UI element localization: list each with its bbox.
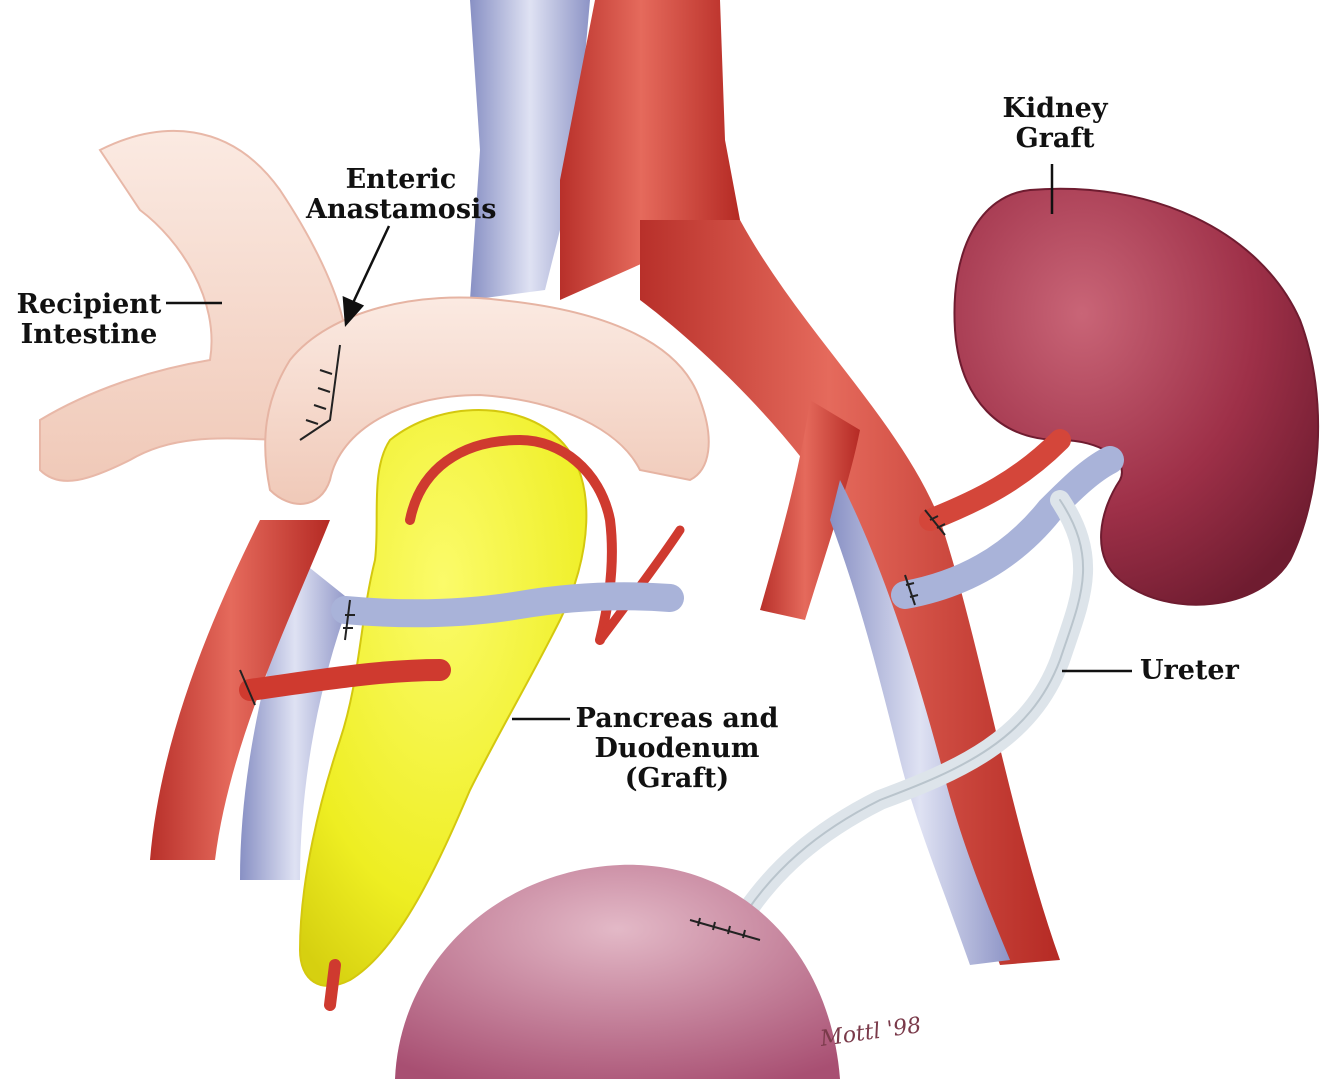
label-kidney-graft: Kidney Graft: [990, 94, 1120, 154]
label-kidney-line1: Kidney: [990, 94, 1120, 124]
label-recipient-line1: Recipient: [14, 290, 164, 320]
label-pancreas-line2: Duodenum: [572, 734, 782, 764]
label-ureter-text: Ureter: [1140, 656, 1260, 686]
label-kidney-line2: Graft: [990, 124, 1120, 154]
label-pancreas-line1: Pancreas and: [572, 704, 782, 734]
label-recipient-intestine: Recipient Intestine: [14, 290, 164, 350]
label-pancreas-duodenum: Pancreas and Duodenum (Graft): [572, 704, 782, 794]
label-recipient-line2: Intestine: [14, 320, 164, 350]
label-ureter: Ureter: [1140, 656, 1260, 686]
label-enteric-line2: Anastamosis: [306, 195, 496, 225]
label-enteric-anastomosis: Enteric Anastamosis: [306, 165, 496, 225]
bladder: [395, 865, 840, 1079]
pancreas-artery-stub: [330, 965, 335, 1005]
label-pancreas-line3: (Graft): [572, 764, 782, 794]
label-enteric-line1: Enteric: [306, 165, 496, 195]
